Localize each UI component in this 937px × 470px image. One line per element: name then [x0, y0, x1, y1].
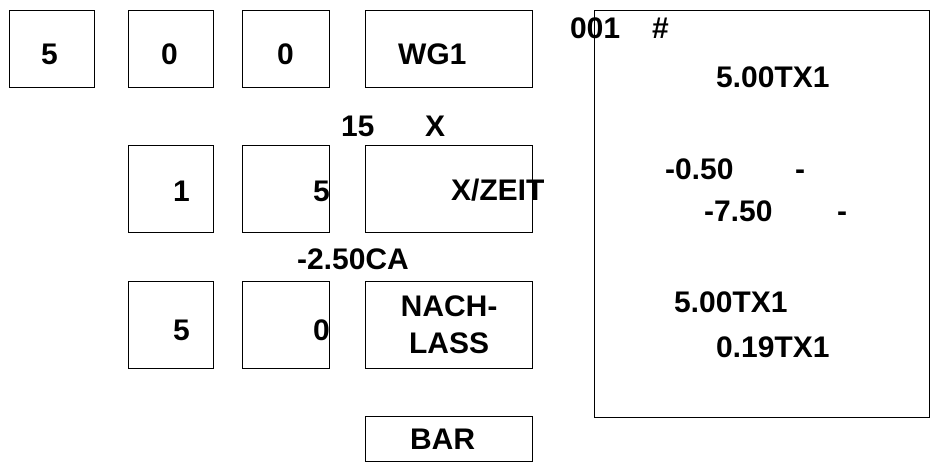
times-annotation: X [425, 110, 446, 143]
receipt-line-3-mark: - [837, 195, 847, 228]
receipt-line-1: 5.00TX1 [716, 61, 830, 94]
key-bar-label: BAR [410, 423, 475, 456]
receipt-line-4: 5.00TX1 [674, 286, 788, 319]
key-1[interactable]: 1 [128, 145, 214, 233]
receipt-header-number: 001 [570, 12, 621, 45]
key-1-label: 1 [173, 175, 190, 208]
receipt-line-2-mark: - [795, 153, 805, 186]
key-0-b[interactable]: 0 [242, 10, 330, 88]
key-5-bot[interactable]: 5 [128, 281, 214, 369]
key-nachlass[interactable]: NACH- LASS [365, 281, 533, 369]
key-5-mid-label: 5 [313, 175, 330, 208]
receipt-line-3-value: -7.50 [704, 195, 773, 228]
key-0-bot[interactable]: 0 [242, 281, 330, 369]
key-0-a-label: 0 [161, 38, 178, 71]
key-5-top[interactable]: 5 [9, 10, 95, 88]
key-5-bot-label: 5 [173, 314, 190, 347]
discount-annotation: -2.50CA [297, 243, 409, 276]
receipt-panel [594, 10, 930, 418]
receipt-header-hash: # [652, 12, 669, 45]
receipt-line-5: 0.19TX1 [716, 331, 830, 364]
key-bar[interactable]: BAR [365, 416, 533, 462]
key-nachlass-line-2: LASS [408, 326, 489, 360]
receipt-line-2-value: -0.50 [665, 153, 734, 186]
key-nachlass-line-1: NACH- [400, 290, 498, 323]
key-x-zeit-label: X/ZEIT [451, 174, 545, 207]
key-wg1-label: WG1 [398, 38, 467, 71]
key-0-a[interactable]: 0 [128, 10, 214, 88]
key-nachlass-text: NACH- LASS [366, 289, 532, 362]
quantity-annotation: 15 [341, 110, 375, 143]
key-5-mid[interactable]: 5 [242, 145, 330, 233]
key-x-zeit[interactable] [365, 145, 533, 233]
key-0-b-label: 0 [277, 38, 294, 71]
key-wg1[interactable]: WG1 [365, 10, 533, 88]
key-5-top-label: 5 [41, 38, 58, 71]
key-0-bot-label: 0 [313, 314, 330, 347]
